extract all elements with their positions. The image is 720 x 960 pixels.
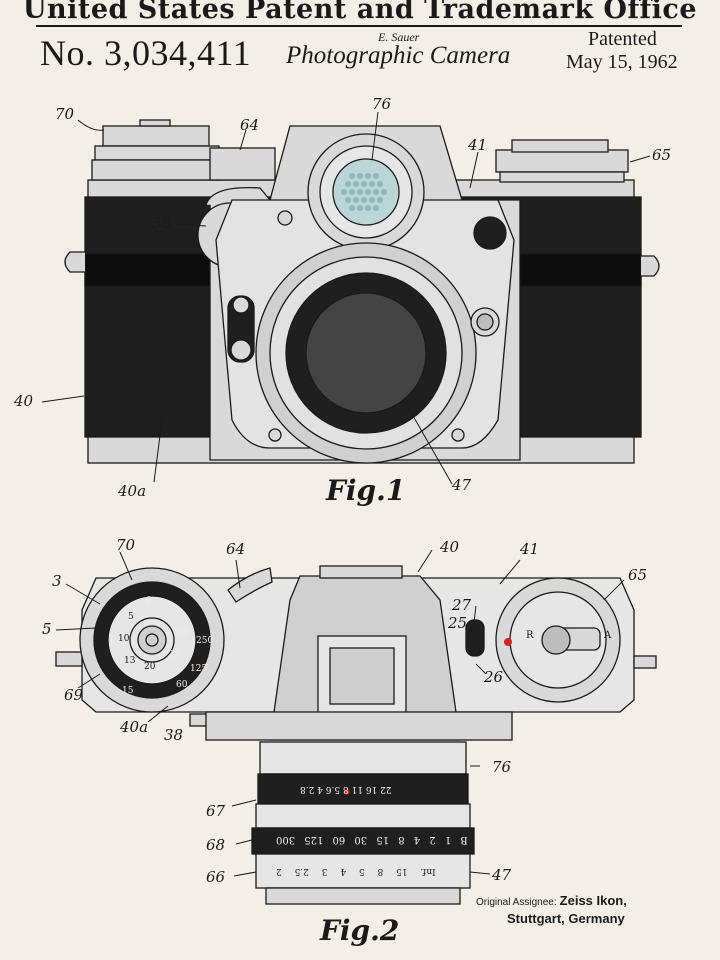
fig2-label: Fig.2 bbox=[320, 914, 400, 947]
dial-number-15: 15 bbox=[122, 686, 134, 696]
fig2-ref-38: 38 bbox=[164, 726, 184, 744]
dial-number-20: 20 bbox=[144, 662, 156, 672]
fig2-ref-5: 5 bbox=[42, 620, 52, 638]
dial-letter-a: A bbox=[604, 630, 612, 641]
fig1-ref-40a: 40a bbox=[118, 482, 147, 500]
fig2-ref-25: 25 bbox=[448, 614, 468, 632]
patented-label: Patented bbox=[588, 28, 657, 50]
fig2-ref-68: 68 bbox=[206, 836, 226, 854]
assignee-label: Original Assignee: bbox=[476, 897, 557, 908]
dial-number-125: 125 bbox=[190, 664, 208, 674]
fig1-label: Fig.1 bbox=[326, 474, 406, 507]
fig1-camera-front-drawing bbox=[41, 111, 660, 485]
fig2-ref-40: 40 bbox=[440, 538, 460, 556]
shutter-scale: B 1 2 4 8 15 30 60 125 300 bbox=[276, 834, 468, 845]
dial-number-250: 250 bbox=[196, 636, 214, 646]
fig1-ref-65: 65 bbox=[652, 146, 672, 164]
distance-scale: Inf. 15 8 5 4 3 2.5 2 bbox=[276, 866, 436, 876]
fig2-ref-26: 26 bbox=[484, 668, 504, 686]
dial-number-13: 13 bbox=[124, 656, 136, 666]
fig2-ref-65: 65 bbox=[628, 566, 648, 584]
fig2-ref-40a: 40a bbox=[120, 718, 149, 736]
fig2-ref-69: 69 bbox=[64, 686, 84, 704]
fig1-ref-38: 38 bbox=[152, 214, 172, 232]
aperture-scale: 22 16 11 8 5.6 4 2.8 bbox=[300, 784, 392, 794]
dial-number-10: 10 bbox=[118, 634, 130, 644]
inventor-name: E. Sauer bbox=[378, 30, 420, 44]
patented-date: May 15, 1962 bbox=[566, 51, 678, 73]
assignee-place: Stuttgart, Germany bbox=[507, 911, 625, 926]
assignee-name: Zeiss Ikon, bbox=[559, 893, 627, 908]
fig2-ref-27: 27 bbox=[452, 596, 472, 614]
fig2-ref-47: 47 bbox=[492, 866, 512, 884]
dial-number-5: 5 bbox=[128, 612, 134, 622]
dial-number-60: 60 bbox=[176, 680, 188, 690]
fig2-camera-top-drawing bbox=[55, 549, 657, 905]
header-rule bbox=[36, 25, 682, 27]
dial-number-25: 25 bbox=[168, 650, 180, 660]
office-header: United States Patent and Trademark Offic… bbox=[22, 0, 698, 25]
fig2-ref-67: 67 bbox=[206, 802, 226, 820]
fig2-ref-70: 70 bbox=[116, 536, 136, 554]
fig2-ref-41: 41 bbox=[520, 540, 540, 558]
fig2-ref-3: 3 bbox=[52, 572, 62, 590]
dial-number-30: 30 bbox=[176, 628, 188, 638]
fig1-ref-41: 41 bbox=[468, 136, 488, 154]
fig2-ref-76: 76 bbox=[492, 758, 512, 776]
dial-letter-r: R bbox=[526, 630, 534, 641]
assignee-block: Original Assignee: Zeiss Ikon, Stuttgart… bbox=[476, 893, 716, 927]
fig2-ref-64: 64 bbox=[226, 540, 246, 558]
fig1-ref-70: 70 bbox=[55, 105, 75, 123]
invention-title: Photographic Camera bbox=[286, 42, 511, 69]
dial-number-0: 0 bbox=[146, 596, 152, 606]
patent-number: No. 3,034,411 bbox=[40, 33, 252, 73]
fig2-ref-66: 66 bbox=[206, 868, 226, 886]
fig1-ref-47: 47 bbox=[452, 476, 472, 494]
fig1-ref-40: 40 bbox=[14, 392, 34, 410]
fig1-ref-76: 76 bbox=[372, 95, 392, 113]
fig1-ref-64: 64 bbox=[240, 116, 260, 134]
